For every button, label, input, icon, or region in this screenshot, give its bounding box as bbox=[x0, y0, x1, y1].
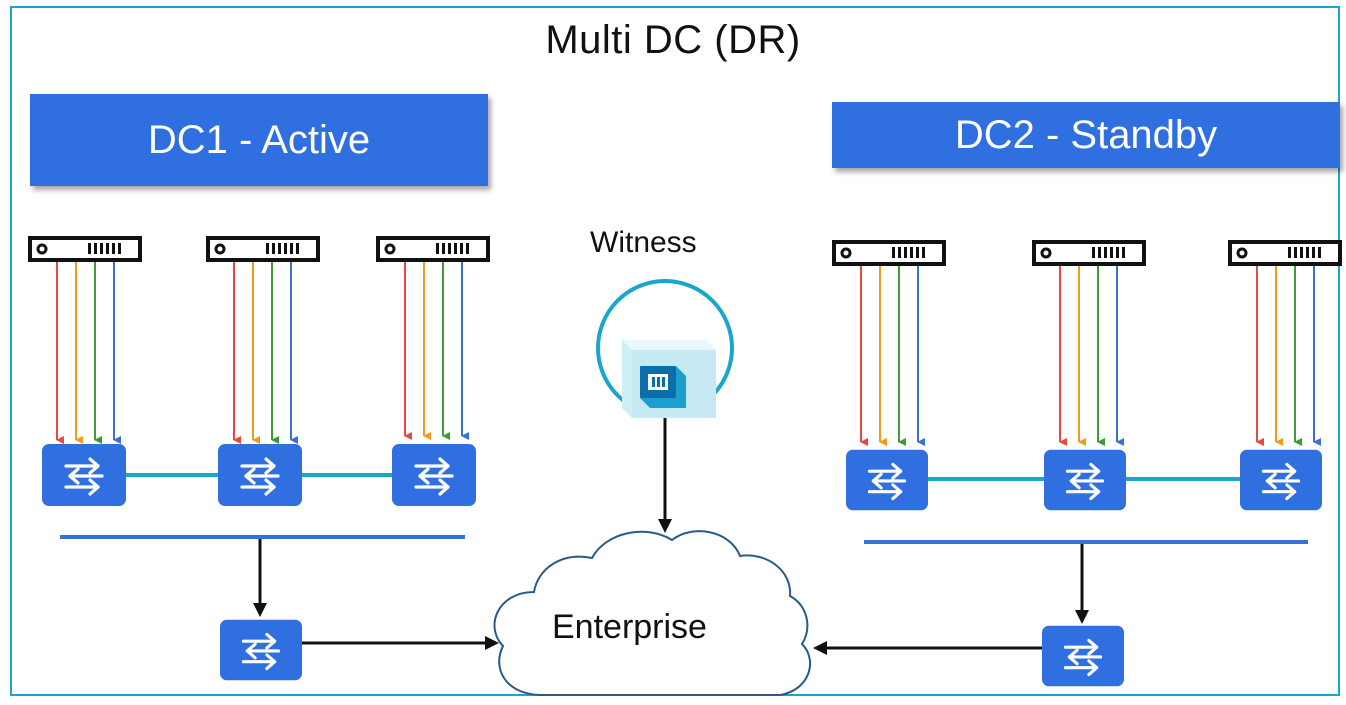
lane-group bbox=[860, 266, 1321, 446]
server-icon bbox=[832, 240, 946, 266]
dc2-label: DC2 - Standby bbox=[832, 102, 1340, 168]
switch-icon bbox=[846, 448, 928, 512]
switch-icon bbox=[218, 444, 302, 506]
cloud-label: Enterprise bbox=[552, 608, 707, 646]
witness-label: Witness bbox=[590, 226, 697, 259]
switch-icon bbox=[392, 444, 476, 506]
server-icon bbox=[206, 236, 320, 262]
lane-group bbox=[56, 262, 469, 444]
cloud-icon bbox=[493, 530, 811, 696]
switch-icon bbox=[1240, 448, 1322, 512]
page-title: Multi DC (DR) bbox=[545, 18, 801, 62]
dc1-label: DC1 - Active bbox=[30, 94, 488, 186]
server-icon bbox=[1228, 240, 1342, 266]
switch-icon bbox=[1042, 624, 1124, 688]
server-icon bbox=[1032, 240, 1146, 266]
switch-icon bbox=[42, 444, 126, 506]
server-icon bbox=[28, 236, 142, 262]
witness-vm-icon bbox=[622, 340, 716, 418]
switch-icon bbox=[1044, 448, 1126, 512]
switch-icon bbox=[220, 618, 302, 682]
server-icon bbox=[376, 236, 490, 262]
